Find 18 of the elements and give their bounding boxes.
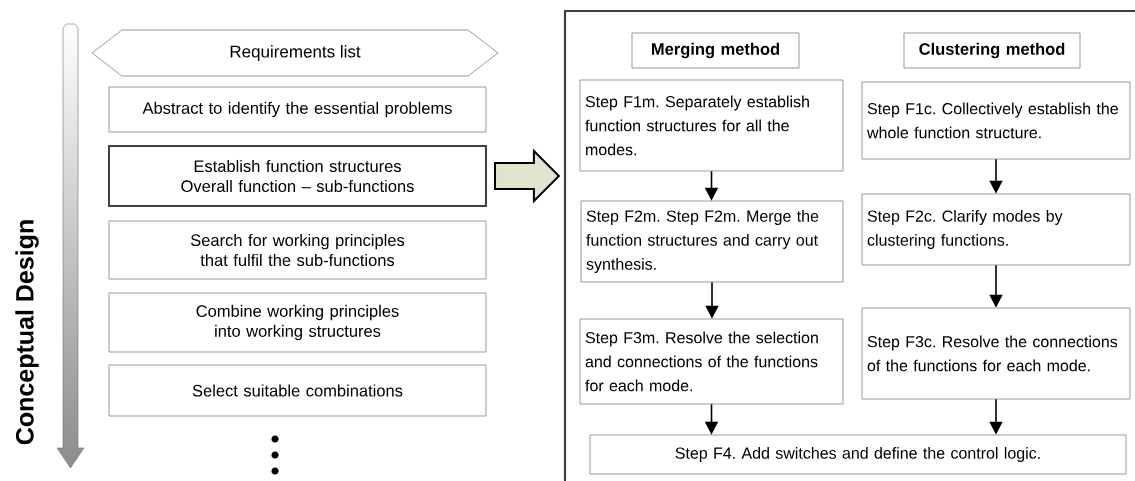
step-box: Step F3c. Resolve the connections of the functions for each mode. [861,307,1131,400]
method-panel [563,9,1135,481]
requirements-banner: Requirements list [91,29,499,77]
step-box: Step F2m. Step F2m. Merge the function structures and carry out synthesis. [580,200,844,283]
process-box: Abstract to identify the essential problems [108,86,487,133]
step-box: Step F1c. Collectively establish the whole function structure. [861,81,1131,160]
axis-label: Conceptual Design [15,220,39,445]
method-heading-box: Clustering method [903,32,1081,69]
method-heading-box: Merging method [631,32,800,69]
process-box: Combine working principles into working structures [108,292,487,353]
process-box: Select suitable combinations [108,364,487,417]
step-box: Step F1m. Separately establish function structures for all the modes. [579,79,844,172]
step-box: Step F4. Add switches and define the control logic. [589,434,1127,475]
process-box: Search for working principles that fulfil the sub-functions [108,220,487,280]
block-arrow [494,148,561,204]
step-box: Step F3m. Resolve the selection and connections of the functions for each mode. [579,318,844,405]
step-box: Step F2c. Clarify modes by clustering functions. [861,193,1131,266]
process-box: Establish function structures Overall function – sub-functions [108,145,487,207]
